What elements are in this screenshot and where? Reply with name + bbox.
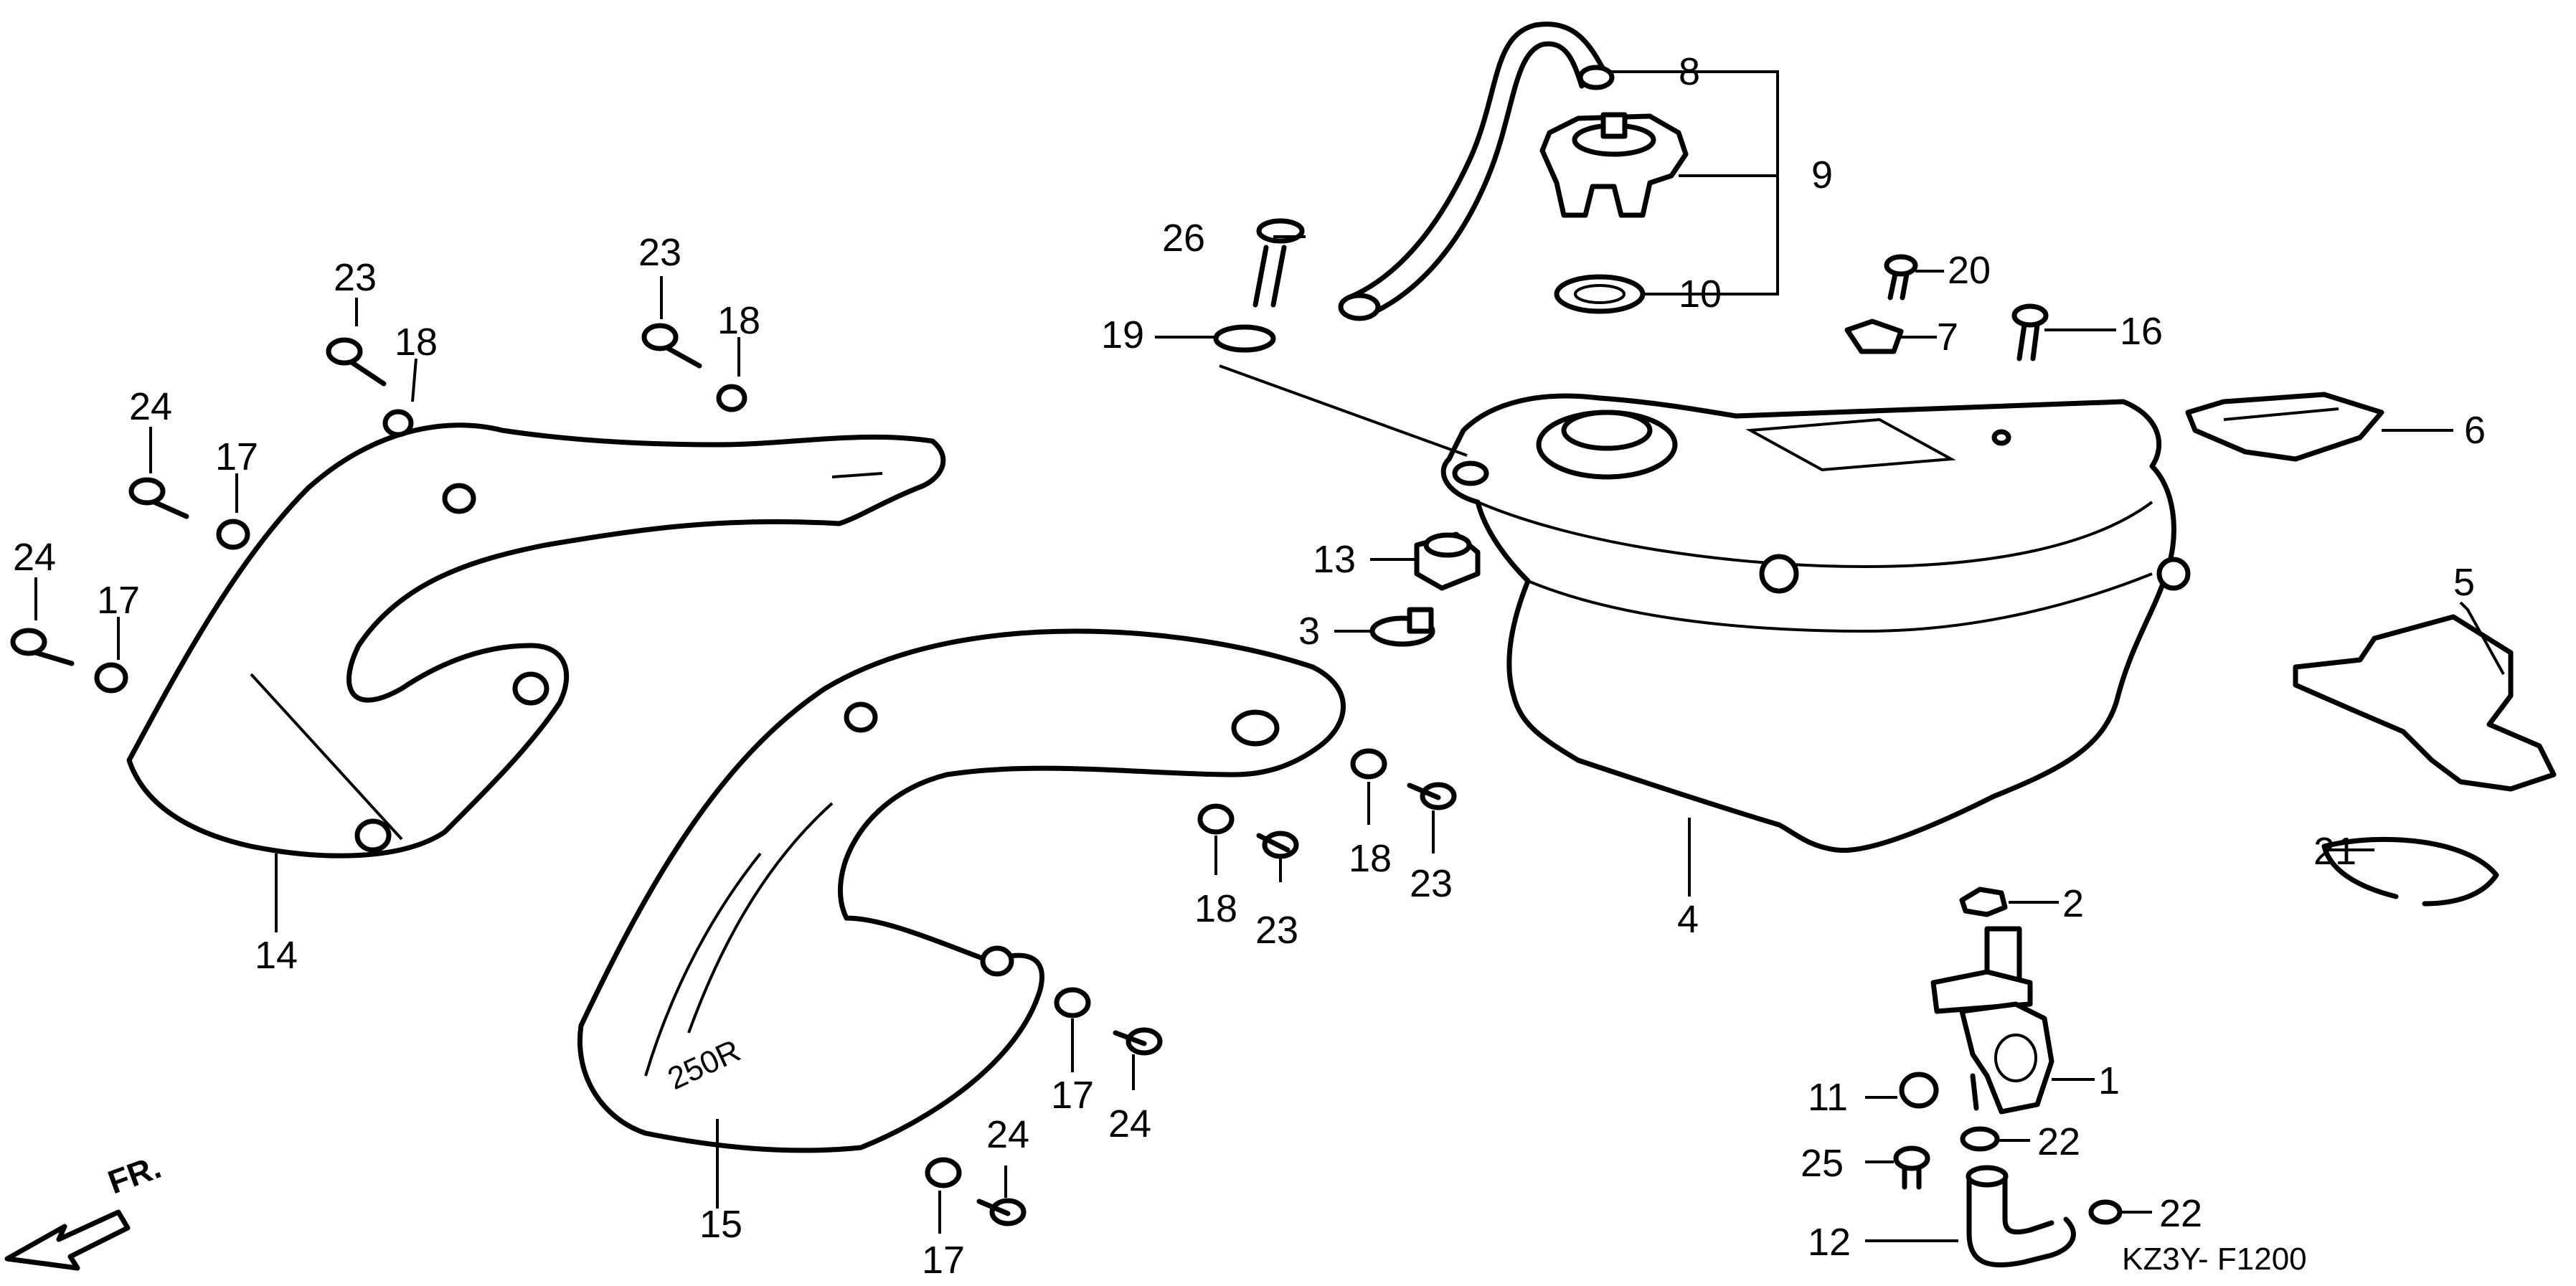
washer-19 (1213, 324, 1276, 353)
callout-24-d: 24 (986, 1113, 1029, 1156)
callout-26: 26 (1162, 217, 1205, 260)
callout-18-d: 18 (1349, 837, 1392, 880)
callout-1: 1 (2098, 1059, 2120, 1102)
fuel-valve (1930, 926, 2054, 1115)
callout-labels: 8 9 10 26 19 20 7 16 6 5 21 13 3 4 2 1 1… (13, 50, 2486, 1282)
callout-17-a: 17 (215, 435, 258, 478)
callout-17-d: 17 (922, 1239, 965, 1282)
callout-23-b: 23 (638, 231, 681, 274)
bolt-25 (1893, 1145, 1930, 1190)
bolt-26 (1252, 218, 1305, 308)
band-21 (2321, 836, 2499, 907)
callout-18-b: 18 (717, 299, 760, 342)
fuel-cap (1539, 112, 1689, 218)
callout-22-upper: 22 (2037, 1120, 2080, 1163)
front-label: FR. (103, 1148, 166, 1201)
callout-18-c: 18 (1194, 887, 1237, 930)
callout-23-d: 23 (1410, 862, 1453, 905)
shroud-15: 250R (577, 628, 1346, 1153)
front-direction-arrow: FR. (4, 1148, 166, 1271)
callout-4: 4 (1677, 898, 1699, 941)
callout-5: 5 (2453, 561, 2475, 604)
callout-10: 10 (1679, 273, 1722, 316)
callout-23-a: 23 (334, 256, 377, 299)
callout-11: 11 (1808, 1076, 1848, 1119)
fuel-tube (1966, 1165, 2076, 1268)
callout-17-c: 17 (1051, 1074, 1094, 1117)
callout-22-lower: 22 (2159, 1192, 2202, 1235)
callout-14: 14 (255, 934, 298, 977)
callout-17-b: 17 (97, 579, 140, 622)
callout-16: 16 (2120, 310, 2163, 353)
callout-19: 19 (1101, 313, 1144, 356)
rubber-5 (2293, 614, 2557, 792)
front-arrow-icon (4, 1209, 131, 1271)
clip-22-upper (1960, 1126, 2000, 1152)
callout-25: 25 (1801, 1142, 1844, 1185)
callout-9: 9 (1811, 153, 1833, 197)
nut-7 (1844, 318, 1904, 354)
bolt-16 (2011, 303, 2049, 361)
leader-19-tank (1219, 364, 1468, 457)
fasteners-center (925, 748, 1457, 1226)
callout-18-a: 18 (395, 321, 438, 364)
rubber-6 (2185, 392, 2384, 462)
callout-21: 21 (2313, 830, 2356, 873)
fuel-tank (1440, 393, 2191, 854)
screw-11 (1899, 1072, 1939, 1109)
callout-7: 7 (1937, 316, 1958, 359)
callout-8: 8 (1679, 50, 1700, 93)
callout-20: 20 (1948, 249, 1991, 292)
grommet-13 (1414, 531, 1481, 591)
callout-2: 2 (2062, 882, 2084, 925)
diagram-code: KZ3Y- F1200 (2122, 1242, 2307, 1277)
bolt-20 (1884, 254, 1918, 301)
clip-22-lower (2088, 1199, 2123, 1225)
callout-12: 12 (1808, 1221, 1851, 1264)
leader-lines (34, 70, 2505, 1242)
callout-6: 6 (2464, 409, 2486, 452)
callout-3: 3 (1298, 610, 1320, 653)
callout-24-b: 24 (13, 536, 56, 579)
callout-13: 13 (1313, 538, 1356, 581)
breather-tube (1338, 22, 1615, 321)
callout-23-c: 23 (1255, 909, 1298, 952)
nut-2 (1959, 887, 2008, 917)
callout-24-c: 24 (1108, 1102, 1151, 1145)
collar-3 (1369, 607, 1435, 647)
callout-15: 15 (699, 1203, 742, 1246)
cap-gasket (1554, 274, 1646, 314)
callout-24-a: 24 (129, 385, 172, 428)
fasteners-left-top (10, 323, 747, 694)
shroud-14 (126, 422, 946, 859)
